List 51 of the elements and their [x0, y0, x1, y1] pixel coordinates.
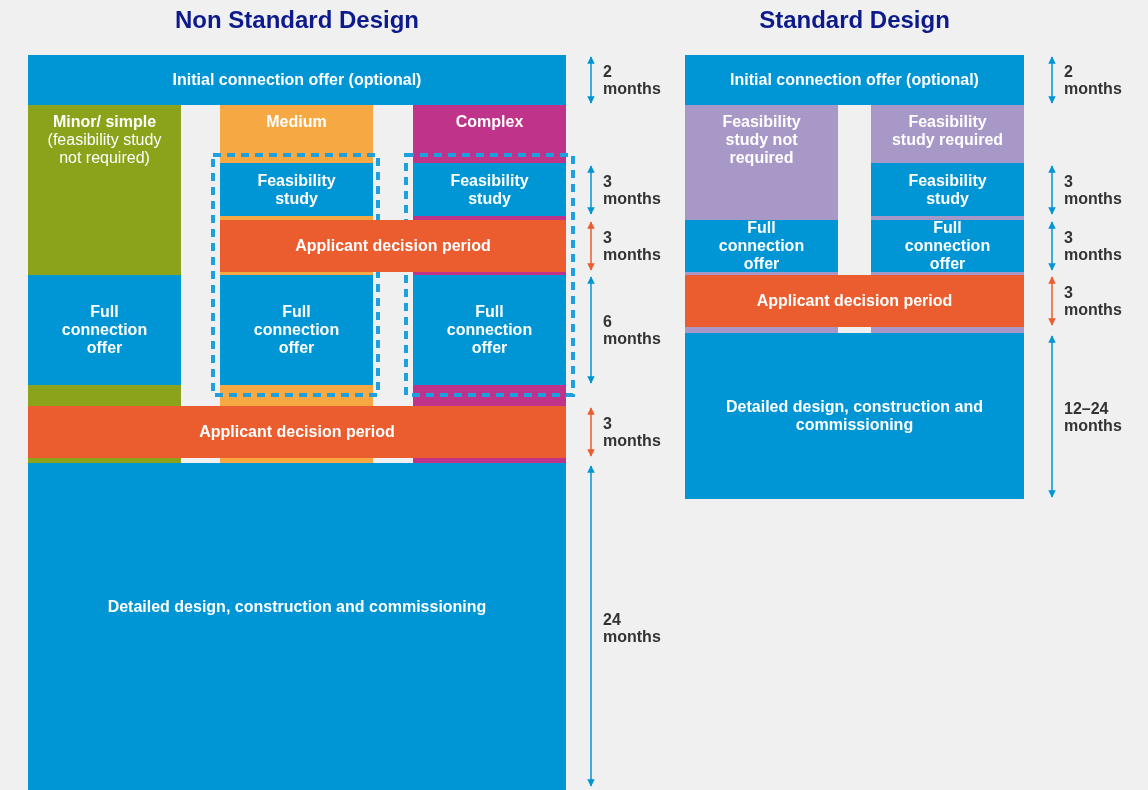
decision-bar: [685, 275, 1024, 327]
stage-block: [685, 220, 838, 272]
block-label: Complex: [454, 113, 525, 131]
block-note: (feasibility study not required): [46, 131, 163, 167]
block-label: Detailed design, construction and commissioning: [725, 398, 984, 434]
block-label: Feasibility study: [256, 171, 337, 208]
block-label: Full connection offer: [903, 219, 992, 273]
duration-label: 3 months: [603, 173, 662, 207]
duration-label: 24 months: [603, 611, 662, 645]
stage-block: [413, 275, 566, 385]
duration-label: 6 months: [603, 313, 662, 347]
block-label: Full connection offer: [60, 303, 149, 357]
block-label: Full connection offer: [717, 219, 806, 273]
block-label: Full connection offer: [445, 303, 534, 357]
block-label: Applicant decision period: [198, 423, 396, 441]
stage-block: [871, 163, 1024, 216]
duration-label: 3 months: [1064, 173, 1123, 207]
block-label: Applicant decision period: [294, 237, 492, 255]
stage-block: [871, 220, 1024, 272]
panel-heading: Non Standard Design: [174, 6, 420, 34]
duration-label: 3 months: [603, 415, 662, 449]
offer-bar: [685, 55, 1024, 105]
panel-heading: Standard Design: [758, 6, 951, 34]
duration-label: 12–24 months: [1064, 399, 1123, 434]
category-column: [871, 105, 1024, 275]
block-label: Initial connection offer (optional): [729, 71, 980, 89]
offer-bar: [28, 55, 566, 105]
block-label: Feasibility study: [907, 171, 988, 208]
duration-label: 3 months: [1064, 229, 1123, 263]
block-label: Feasibility study required: [890, 113, 1005, 149]
block-label: Feasibility study not required: [721, 113, 802, 167]
category-column: [685, 105, 838, 275]
block-label: Initial connection offer (optional): [171, 71, 423, 89]
decision-bar: [28, 406, 566, 458]
stage-block: [220, 163, 373, 216]
duration-label: 3 months: [603, 229, 662, 263]
stage-block: [220, 275, 373, 385]
duration-label: 2 months: [1064, 63, 1123, 97]
decision-bar: [220, 220, 566, 272]
stage-block: [28, 463, 566, 790]
block-label: Applicant decision period: [755, 292, 954, 310]
block-label: Feasibility study: [449, 171, 530, 208]
block-label: Full connection offer: [252, 303, 341, 357]
block-label: Minor/ simple: [51, 113, 158, 131]
duration-label: 2 months: [603, 63, 662, 97]
block-label: Detailed design, construction and commissioning: [106, 597, 488, 616]
stage-block: [413, 163, 566, 216]
stage-block: [28, 275, 181, 385]
duration-label: 3 months: [1064, 284, 1123, 318]
block-label: Medium: [265, 113, 328, 131]
stage-block: [685, 333, 1024, 499]
